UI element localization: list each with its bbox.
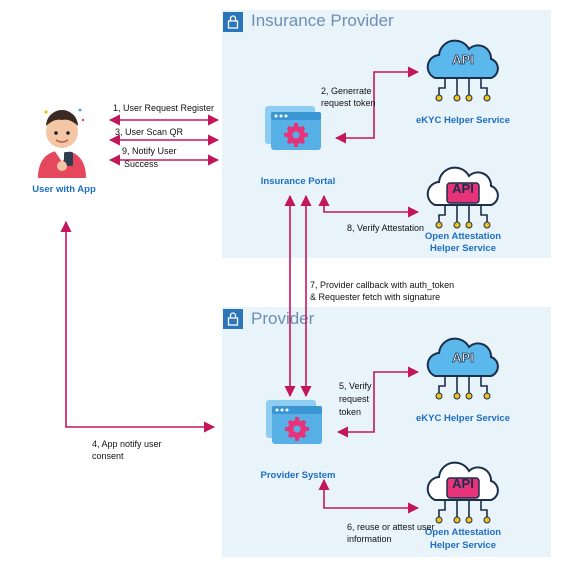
ekyc-helper-label: eKYC Helper Service <box>416 115 510 126</box>
step-5-label-2: request <box>339 394 370 404</box>
step-7-label-2: & Requester fetch with signature <box>310 292 441 302</box>
step-6-label-1: 6, reuse or attest user <box>347 522 435 532</box>
insurance-portal-icon <box>263 104 323 152</box>
step-7-label-1: 7, Provider callback with auth_token <box>310 280 455 290</box>
api-text: API <box>452 181 474 196</box>
step-3-label: 3, User Scan QR <box>115 127 184 137</box>
attestation-helper-label-1: Open Attestation <box>424 527 502 538</box>
attestation-helper-label-2: Helper Service <box>429 243 496 254</box>
api-text: API <box>452 476 474 491</box>
step-2-label-1: 2, Generrate <box>321 86 372 96</box>
arrow-generate-request-token <box>334 66 420 144</box>
lock-icon <box>223 12 243 32</box>
step-5-label-3: token <box>339 407 362 417</box>
ekyc-cloud-icon <box>426 337 499 400</box>
step-4-label-1: 4, App notify user <box>92 439 162 449</box>
user-with-app-label: User with App <box>32 184 96 195</box>
insurance-portal-label: Insurance Portal <box>260 176 336 187</box>
arrow-reuse-attest <box>318 478 420 514</box>
attestation-cloud-icon <box>426 166 499 229</box>
user-with-app-icon <box>38 108 86 178</box>
arrow-verify-request-token <box>336 366 420 438</box>
step-9-label-1: 9, Notify User <box>122 146 177 156</box>
provider-system-label: Provider System <box>260 470 336 481</box>
step-2-label-2: request token <box>321 98 376 108</box>
api-text: API <box>452 350 474 365</box>
provider-system-icon <box>264 398 324 446</box>
attestation-helper-label-1: Open Attestation <box>424 231 502 242</box>
step-4-label-2: consent <box>92 451 124 461</box>
attestation-helper-label-2: Helper Service <box>429 540 496 551</box>
step-1-label: 1, User Request Register <box>113 103 215 113</box>
step-6-label-2: information <box>347 534 392 544</box>
insurance-provider-title: Insurance Provider <box>251 11 394 30</box>
arrow-verify-attestation <box>318 194 420 218</box>
step-8-label: 8, Verify Attestation <box>347 223 425 233</box>
ekyc-helper-label: eKYC Helper Service <box>416 413 510 424</box>
api-text: API <box>452 52 474 67</box>
step-5-label-1: 5, Verify <box>339 381 372 391</box>
arrow-app-notify-consent <box>60 220 216 433</box>
provider-title: Provider <box>251 309 315 328</box>
lock-icon <box>223 309 243 329</box>
attestation-cloud-icon <box>426 461 499 524</box>
step-9-label-2: Success <box>124 159 159 169</box>
ekyc-cloud-icon <box>426 39 499 102</box>
